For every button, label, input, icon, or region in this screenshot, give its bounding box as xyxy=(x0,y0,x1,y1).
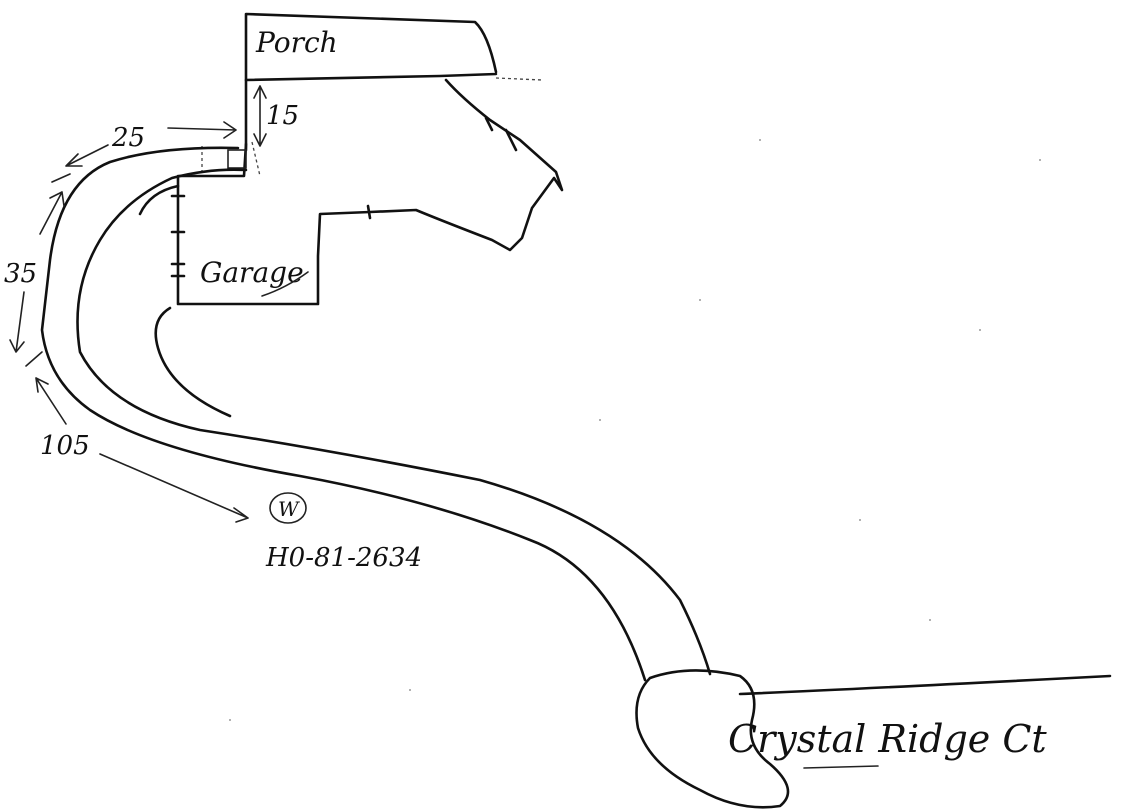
dimension-arrow-25-right xyxy=(167,121,237,139)
dimension-arrow-15 xyxy=(253,85,267,147)
meter-box xyxy=(227,149,247,169)
street-label-underline xyxy=(803,765,879,769)
street-label: Crystal Ridge Ct xyxy=(728,717,1047,761)
porch-outline xyxy=(244,12,498,82)
dimension-arrow-35-bottom xyxy=(9,291,25,353)
water-meter-icon xyxy=(269,492,307,524)
water-meter-symbol: W xyxy=(278,497,300,521)
water-meter-id: H0-81-2634 xyxy=(265,543,422,573)
dimension-label-105: 105 xyxy=(40,431,90,461)
driveway-outer-edge xyxy=(40,146,647,682)
house-tick-marks xyxy=(170,116,518,278)
dimension-label-15: 15 xyxy=(266,101,299,131)
cul-de-sac xyxy=(635,669,790,809)
box-hatch xyxy=(201,141,261,177)
house-outline xyxy=(176,78,564,306)
driveway-inner-edge xyxy=(76,168,712,676)
garage-label: Garage xyxy=(200,256,304,289)
porch-label: Porch xyxy=(255,26,338,59)
garage-approach-edge xyxy=(138,184,232,418)
dimension-arrow-105-up xyxy=(35,377,67,425)
dimension-arrow-105-down xyxy=(99,453,249,523)
street-edge xyxy=(738,674,1112,696)
dimension-label-25: 25 xyxy=(111,123,145,153)
dimension-ticks xyxy=(25,173,71,367)
dimension-arrow-35-top xyxy=(39,191,65,235)
garage-label-underline xyxy=(261,271,309,297)
dimension-label-35: 35 xyxy=(4,259,37,289)
dimension-arrow-25-left xyxy=(65,144,109,167)
paper-specks xyxy=(229,139,1041,721)
porch-extension-line xyxy=(495,77,543,81)
